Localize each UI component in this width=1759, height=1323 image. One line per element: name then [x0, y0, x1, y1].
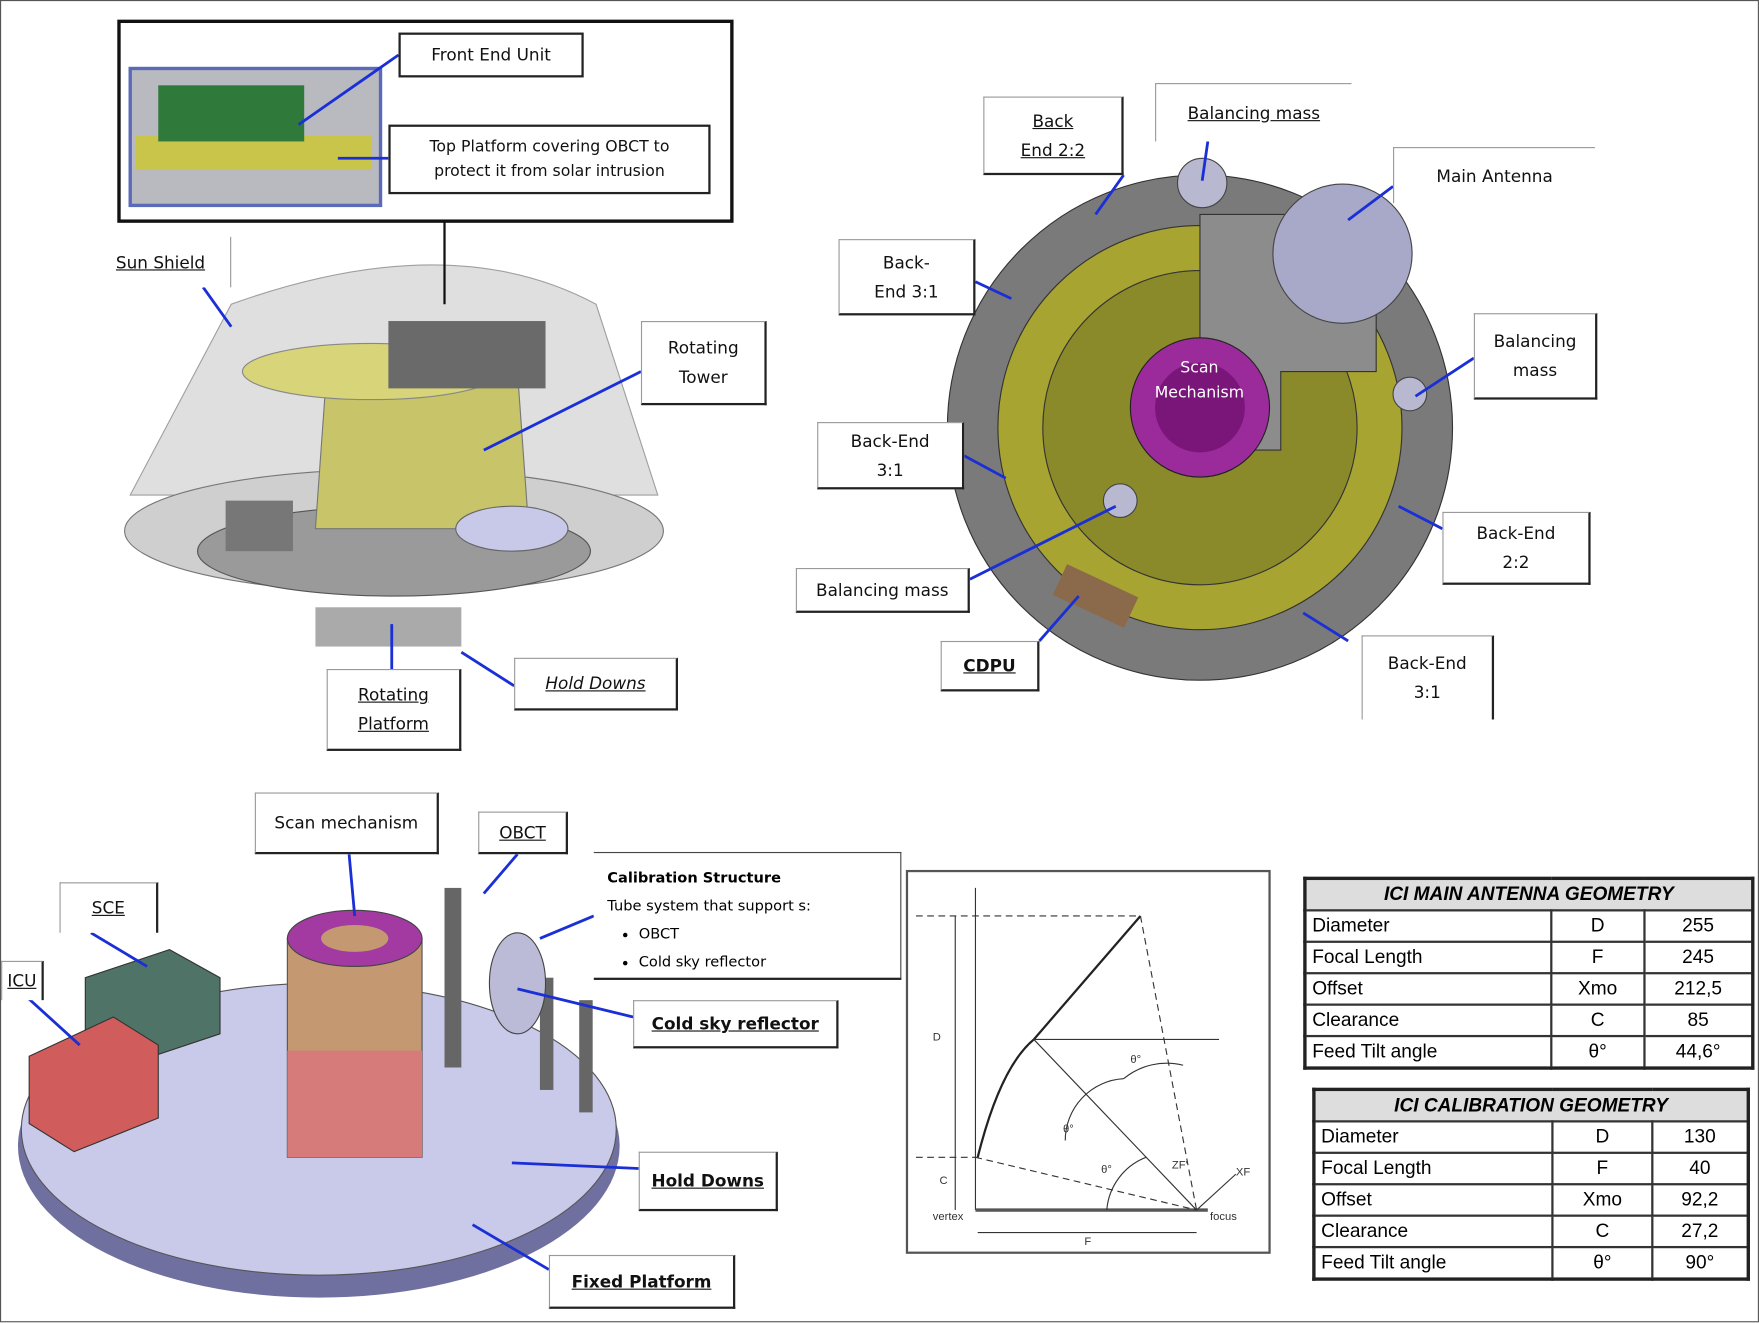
leader-lines: [202, 53, 642, 688]
cell: Feed Tilt angle: [1312, 1245, 1554, 1281]
diagram-label-theta: θ°: [1101, 1164, 1112, 1177]
diagram-label-f: F: [1084, 1235, 1092, 1249]
cell: Clearance: [1303, 1003, 1553, 1038]
diagram-label-zf: ZF': [1171, 1159, 1188, 1172]
diagram-label-focus: focus: [1210, 1211, 1237, 1224]
cell: Xmo: [1551, 1183, 1654, 1217]
cell: 130: [1650, 1120, 1750, 1154]
geometry-diagram: [905, 869, 1271, 1254]
inset-frame: [117, 19, 734, 223]
cell: Xmo: [1550, 972, 1646, 1006]
cell: C: [1550, 1003, 1646, 1038]
diagram-label-theta: θ°: [1063, 1123, 1074, 1136]
calibration-structure-box: Calibration Structure Tube system that s…: [593, 851, 902, 980]
cell: 212,5: [1642, 972, 1754, 1006]
cell: Offset: [1303, 972, 1553, 1006]
label-balancing-mass-left: Balancing mass: [795, 567, 970, 613]
instrument-3d-view: [124, 264, 664, 647]
cell: 90°: [1650, 1245, 1750, 1281]
label-back-end-3-1-mid: Back-End 3:1: [817, 422, 965, 490]
label-cdpu: CDPU: [940, 640, 1040, 692]
cell: Clearance: [1312, 1214, 1554, 1249]
cell: D: [1551, 1120, 1654, 1154]
label-back-end-3-1-bottom: Back-End 3:1: [1361, 635, 1495, 720]
diagram-label-theta: θ°: [1130, 1054, 1142, 1067]
diagram-label-xf: XF: [1235, 1166, 1251, 1179]
label-main-antenna: Main Antenna: [1393, 147, 1596, 204]
cell: Focal Length: [1312, 1151, 1554, 1186]
label-icu: ICU: [1, 960, 44, 1001]
label-sun-shield: Sun Shield: [90, 236, 232, 288]
cell: Diameter: [1312, 1120, 1554, 1154]
label-sce: SCE: [59, 882, 159, 933]
diagram-label-c: C: [939, 1175, 948, 1188]
cell: 27,2: [1650, 1214, 1750, 1249]
cell: 245: [1642, 940, 1754, 975]
label-cold-sky-reflector: Cold sky reflector: [633, 1000, 839, 1049]
label-scan-mechanism: Scan mechanism: [254, 792, 439, 855]
cell: 255: [1642, 909, 1754, 943]
cell: 85: [1642, 1003, 1754, 1038]
diagram-label-d: D: [932, 1031, 941, 1044]
label-fixed-platform: Fixed Platform: [548, 1254, 736, 1309]
label-hold-downs-bottom: Hold Downs: [638, 1151, 778, 1212]
table-title: ICI CALIBRATION GEOMETRY: [1312, 1088, 1750, 1123]
cell: 40: [1650, 1151, 1750, 1186]
cell: C: [1551, 1214, 1654, 1249]
cell: θ°: [1550, 1034, 1646, 1070]
cell: Focal Length: [1303, 940, 1553, 975]
cell: Feed Tilt angle: [1303, 1034, 1553, 1070]
calibration-title: Calibration Structure: [607, 869, 781, 887]
fixed-platform-3d: [17, 887, 620, 1298]
label-scan-mechanism-top: Scan Mechanism: [1154, 358, 1245, 402]
label-back-end-2-2-right: Back-End 2:2: [1442, 511, 1591, 585]
label-front-end-unit: Front End Unit: [398, 32, 584, 78]
label-back-end-3-1-left: Back-End 3:1: [838, 239, 976, 316]
cell: F: [1551, 1151, 1654, 1186]
calibration-item: Cold sky reflector: [639, 949, 887, 977]
label-obct: OBCT: [478, 811, 568, 855]
instrument-top-view: [946, 157, 1454, 681]
label-top-platform: Top Platform covering OBCT to protect it…: [388, 124, 711, 195]
label-balancing-mass-top: Balancing mass: [1155, 83, 1352, 142]
calibration-item: OBCT: [639, 920, 887, 948]
label-hold-downs-top: Hold Downs: [514, 657, 678, 711]
cell: D: [1550, 909, 1646, 943]
cell: Diameter: [1303, 909, 1553, 943]
label-rotating-platform: Rotating Platform: [326, 669, 462, 751]
cell: θ°: [1551, 1245, 1654, 1281]
label-balancing-mass-right: Balancing mass: [1473, 313, 1598, 400]
cell: 44,6°: [1642, 1034, 1754, 1070]
calibration-desc: Tube system that support s:: [607, 897, 811, 915]
table-title: ICI MAIN ANTENNA GEOMETRY: [1303, 877, 1754, 912]
cell: F: [1550, 940, 1646, 975]
label-rotating-tower: Rotating Tower: [640, 321, 767, 406]
diagram-label-vertex: vertex: [932, 1211, 964, 1224]
label-back-end-2-2-top: Back End 2:2: [983, 96, 1124, 176]
cell: Offset: [1312, 1183, 1554, 1217]
cell: 92,2: [1650, 1183, 1750, 1217]
